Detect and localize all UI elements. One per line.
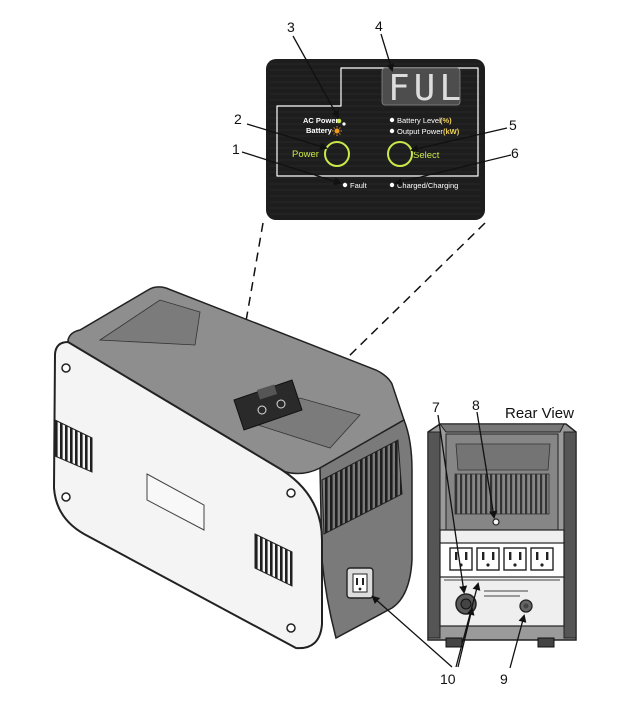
side-vents — [321, 439, 403, 535]
callout-1: 1 — [232, 141, 240, 157]
fault-led — [342, 182, 348, 188]
handle-right — [254, 533, 293, 587]
side-outlet-ground — [358, 587, 362, 591]
rear-view-title: Rear View — [505, 405, 574, 422]
panel-texture — [270, 63, 481, 215]
screw — [286, 623, 296, 633]
lcd-display — [381, 67, 461, 106]
power-button-label: Power — [292, 149, 319, 160]
main-unit — [52, 286, 413, 650]
control-panel-closeup: FUL AC Power Battery Power Fault Battery… — [266, 59, 485, 220]
battery-led — [332, 126, 342, 136]
callout-3: 3 — [287, 19, 295, 35]
charged-led — [389, 182, 395, 188]
rear-unit — [427, 423, 577, 648]
battery-level-unit: (%) — [440, 116, 452, 125]
rear-fine-print-bar — [484, 590, 528, 592]
handle-left — [54, 419, 93, 473]
rear-outlet — [476, 547, 500, 571]
callout-2: 2 — [234, 111, 242, 127]
label-plate — [146, 473, 205, 531]
output-power-led — [389, 128, 395, 134]
callout-10: 10 — [440, 671, 456, 687]
rear-outlet — [530, 547, 554, 571]
rear-fine-print-bar — [444, 579, 560, 581]
callout-4: 4 — [375, 18, 383, 34]
callout-8: 8 — [472, 397, 480, 413]
front-face — [52, 340, 323, 650]
mini-select-button — [276, 399, 286, 409]
rear-outlet — [449, 547, 473, 571]
rear-outlets — [449, 547, 554, 571]
rear-foot-right — [537, 637, 555, 648]
output-power-label: Output Power — [397, 127, 443, 136]
fault-label: Fault — [350, 181, 368, 190]
power-button[interactable] — [324, 141, 350, 167]
top-recess-left — [98, 299, 201, 346]
side-outlet-slot — [362, 578, 364, 585]
battery-level-label: Battery Level — [397, 116, 441, 125]
side-outlet-slot — [356, 578, 358, 585]
mini-power-button — [257, 405, 267, 415]
screw — [286, 488, 296, 498]
rear-side-right — [563, 431, 577, 639]
rear-fine-print-bar — [484, 595, 520, 597]
lcd-text: FUL — [388, 68, 465, 109]
battery-level-led — [389, 117, 395, 123]
reset-button — [492, 518, 500, 526]
rear-outlet — [503, 547, 527, 571]
mini-lcd — [256, 384, 278, 400]
callout-lines — [241, 33, 527, 669]
callout-6: 6 — [511, 145, 519, 161]
select-button[interactable] — [387, 141, 413, 167]
charged-label: Charged/Charging — [397, 181, 458, 190]
rear-foot-left — [445, 637, 463, 648]
output-power-unit: (kW) — [443, 127, 460, 136]
select-button-label: Select — [413, 150, 440, 161]
screw — [61, 492, 71, 502]
callout-9: 9 — [500, 671, 508, 687]
input-connector-core — [460, 598, 472, 610]
rear-top-rim — [439, 423, 565, 433]
battery-label: Battery — [306, 126, 333, 135]
ac-power-led — [336, 118, 342, 124]
ac-indicator-dot — [342, 122, 346, 126]
rear-side-left — [427, 431, 441, 639]
callout-5: 5 — [509, 117, 517, 133]
rear-handle-recess — [455, 443, 551, 471]
screw — [61, 363, 71, 373]
ac-power-label: AC Power — [303, 116, 339, 125]
rear-vents — [454, 473, 550, 515]
aux-connector-core — [523, 603, 529, 609]
callout-7: 7 — [432, 399, 440, 415]
panel-outline — [276, 67, 479, 177]
